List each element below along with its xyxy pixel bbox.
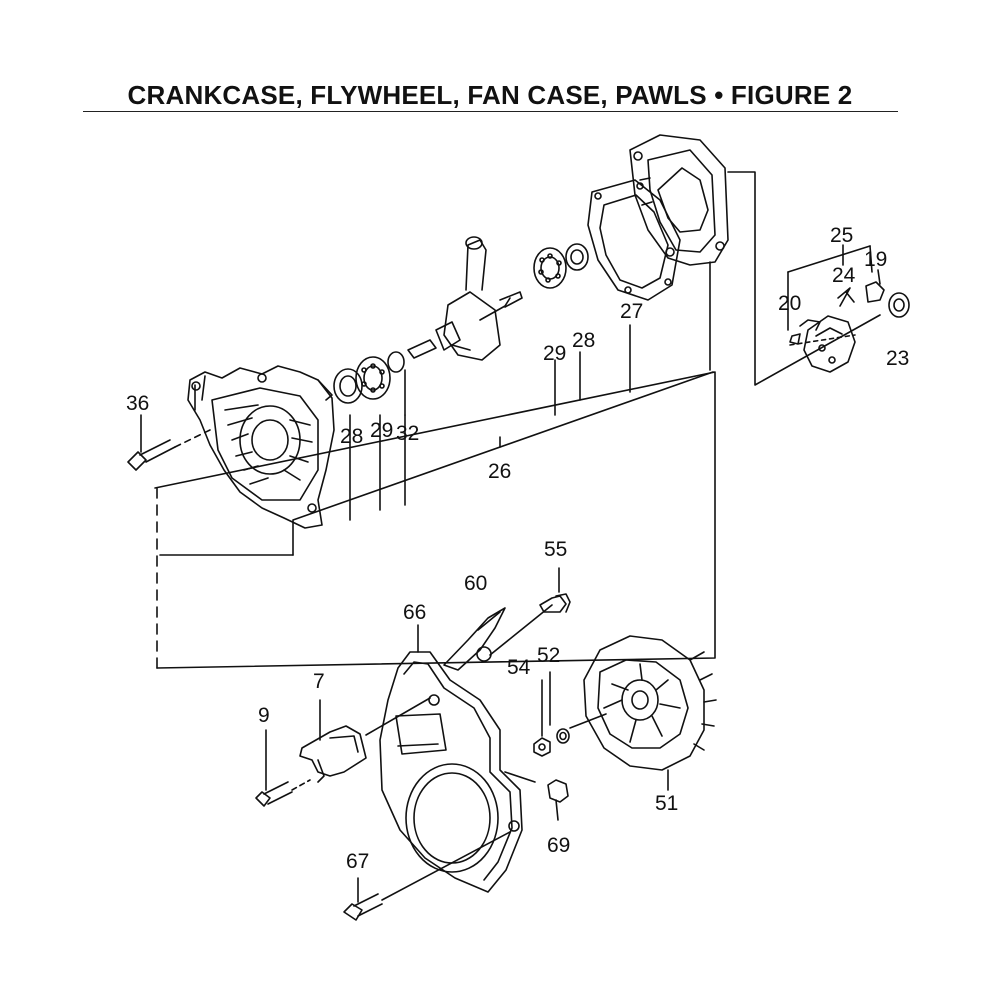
pawl-assembly (787, 244, 910, 373)
callout-32: 32 (396, 422, 419, 445)
callout-24: 24 (832, 264, 856, 287)
crankcase-half-right (629, 134, 729, 266)
crankshaft (407, 236, 523, 361)
callout-66: 66 (403, 601, 426, 624)
crankcase-half (187, 365, 335, 529)
bolt-55 (539, 567, 571, 613)
callout-36: 36 (126, 392, 149, 415)
callout-51: 51 (655, 792, 678, 815)
flywheel (583, 635, 717, 791)
callout-52: 52 (537, 644, 560, 667)
figure-title: CRANKCASE, FLYWHEEL, FAN CASE, PAWLS • F… (127, 80, 853, 110)
callout-55: 55 (544, 538, 567, 561)
callout-labels: 36 28 29 32 26 29 28 27 25 24 19 20 23 5… (126, 224, 909, 873)
assembly-frame (154, 171, 881, 669)
bolt-67 (343, 831, 511, 921)
washer-52 (549, 671, 607, 744)
title-underline (83, 111, 898, 112)
callout-69: 69 (547, 834, 570, 857)
bracket-7 (299, 699, 367, 783)
callout-23: 23 (886, 347, 909, 370)
callout-28-right: 28 (572, 329, 595, 352)
gasket-27 (587, 179, 681, 301)
callout-9: 9 (258, 704, 270, 727)
fan-case (365, 624, 536, 893)
callout-27: 27 (620, 300, 643, 323)
bearing-set-left (333, 351, 405, 404)
bolt-36 (127, 414, 211, 471)
callout-19: 19 (864, 248, 887, 271)
callout-29-left: 29 (370, 419, 393, 442)
callout-7: 7 (313, 670, 325, 693)
callout-67: 67 (346, 850, 369, 873)
nut-54 (533, 679, 551, 757)
callout-54: 54 (507, 656, 531, 679)
bearing-set-right (533, 243, 589, 289)
plug-69 (547, 779, 569, 821)
bolt-9 (255, 729, 311, 807)
callout-25: 25 (830, 224, 853, 247)
callout-26: 26 (488, 460, 511, 483)
callout-20: 20 (778, 292, 801, 315)
pawl-60 (443, 604, 553, 671)
callout-28-left: 28 (340, 425, 363, 448)
callout-60: 60 (464, 572, 487, 595)
callout-29-right: 29 (543, 342, 566, 365)
